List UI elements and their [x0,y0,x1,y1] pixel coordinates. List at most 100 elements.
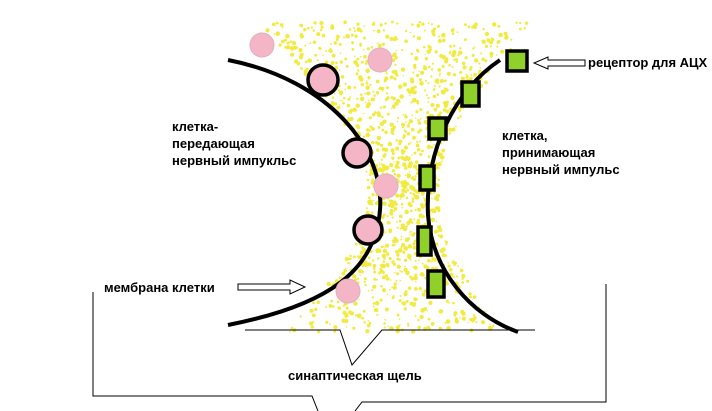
receptor [418,164,436,192]
acetylcholine-particle [472,47,475,50]
acetylcholine-particle [452,301,455,305]
acetylcholine-particle [469,76,473,81]
acetylcholine-particle [393,77,397,81]
acetylcholine-particle [337,306,342,310]
acetylcholine-particle [367,99,370,102]
acetylcholine-particle [393,172,397,176]
acetylcholine-particle [359,42,362,45]
acetylcholine-particle [357,277,360,280]
acetylcholine-particle [317,330,321,334]
acetylcholine-particle [386,293,389,296]
acetylcholine-particle [433,107,438,112]
acetylcholine-particle [404,121,407,124]
acetylcholine-particle [390,148,395,153]
acetylcholine-particle [423,45,426,49]
acetylcholine-particle [523,27,526,30]
acetylcholine-particle [409,258,412,261]
acetylcholine-particle [402,74,405,77]
acetylcholine-particle [389,288,391,291]
acetylcholine-particle [384,76,389,81]
acetylcholine-particle [391,104,396,108]
acetylcholine-particle [349,96,352,99]
acetylcholine-particle [454,58,458,62]
acetylcholine-particle [372,29,375,32]
acetylcholine-particle [407,324,410,328]
acetylcholine-particle [392,239,397,244]
acetylcholine-particle [285,33,290,39]
acetylcholine-particle [353,301,358,306]
acetylcholine-particle [379,164,381,166]
acetylcholine-particle [391,286,393,288]
acetylcholine-particle [431,62,435,65]
acetylcholine-particle [356,27,362,32]
acetylcholine-particle [281,26,284,29]
acetylcholine-particle [459,115,462,118]
acetylcholine-particle [432,257,437,262]
acetylcholine-particle [371,259,375,262]
acetylcholine-particle [311,313,316,318]
acetylcholine-particle [415,280,417,283]
acetylcholine-particle [407,244,413,249]
acetylcholine-particle [443,104,448,108]
acetylcholine-particle [330,284,333,287]
acetylcholine-particle [391,296,395,300]
acetylcholine-particle [412,266,415,268]
acetylcholine-particle [361,264,365,268]
acetylcholine-particle [479,66,482,69]
acetylcholine-particle [399,269,401,272]
acetylcholine-particle [387,277,390,280]
acetylcholine-particle [489,45,493,48]
acetylcholine-particle [402,250,406,254]
acetylcholine-particle [401,126,404,129]
acetylcholine-particle [408,165,412,169]
acetylcholine-particle [402,114,405,116]
acetylcholine-particle [335,61,338,65]
acetylcholine-particle [415,143,420,148]
acetylcholine-particle [430,192,433,195]
acetylcholine-particle [427,22,430,24]
acetylcholine-particle [388,199,392,203]
acetylcholine-particle [421,292,426,297]
acetylcholine-particle [385,252,390,256]
acetylcholine-particle [413,275,418,281]
acetylcholine-particle [353,60,358,65]
acetylcholine-particle [484,59,488,63]
acetylcholine-particle [428,300,433,305]
acetylcholine-particle [469,295,472,299]
receptor [427,116,448,141]
acetylcholine-particle [400,203,404,206]
acetylcholine-particle [432,94,437,99]
receptor [460,80,481,108]
acetylcholine-particle [452,44,456,47]
acetylcholine-particle [385,167,389,171]
acetylcholine-particle [401,158,404,161]
acetylcholine-particle [416,36,422,41]
acetylcholine-particle [356,314,360,317]
acetylcholine-particle [391,156,393,159]
acetylcholine-particle [489,40,493,45]
acetylcholine-particle [367,320,370,322]
acetylcholine-particle [439,234,444,239]
acetylcholine-particle [427,258,431,263]
acetylcholine-particle [328,304,333,308]
acetylcholine-particle [367,196,371,199]
acetylcholine-particle [452,275,455,279]
acetylcholine-particle [403,145,408,150]
acetylcholine-particle [458,50,463,55]
acetylcholine-particle [371,127,375,131]
acetylcholine-particle [389,279,392,281]
acetylcholine-particle [355,103,360,108]
acetylcholine-particle [396,249,400,253]
acetylcholine-particle [299,315,302,318]
acetylcholine-particle [397,174,401,178]
acetylcholine-particle [490,37,495,42]
acetylcholine-particle [333,92,336,95]
acetylcholine-particle [417,121,422,125]
acetylcholine-particle [430,321,435,326]
acetylcholine-particle [441,32,446,38]
acetylcholine-particle [314,307,318,312]
acetylcholine-particle [468,321,470,324]
acetylcholine-particle [395,325,400,330]
acetylcholine-particle [411,200,415,203]
acetylcholine-particle [386,112,390,116]
